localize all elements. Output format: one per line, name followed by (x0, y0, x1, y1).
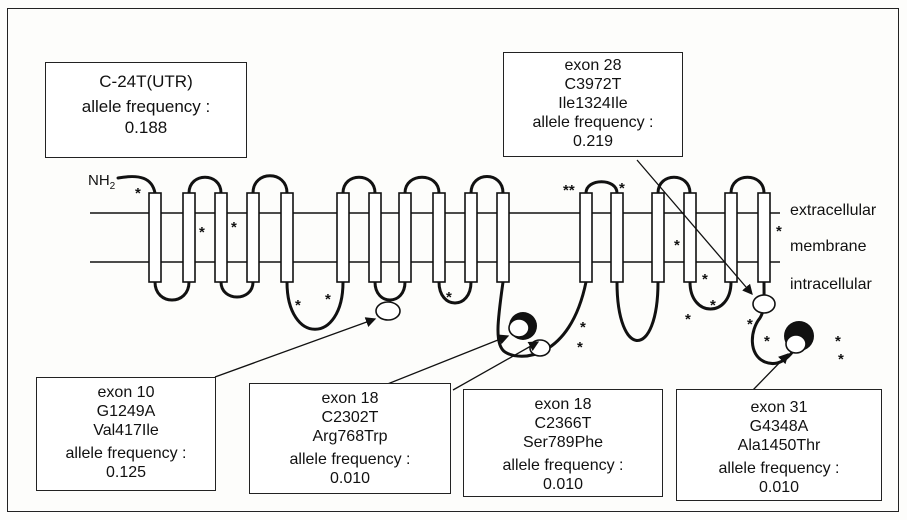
transmembrane-helix-3 (215, 193, 227, 282)
mutation-asterisk: * (199, 225, 205, 240)
mutation-asterisk: * (580, 320, 586, 335)
mutation-asterisk: * (685, 312, 691, 327)
loop-int-4 (375, 282, 405, 300)
transmembrane-helix-2 (183, 193, 195, 282)
arrow-exon31 (752, 354, 788, 391)
amino-acid-change: Ser789Phe (464, 433, 662, 452)
intracellular-label: intracellular (790, 276, 872, 294)
nucleotide-change: C2302T (250, 408, 450, 427)
exon-label: exon 18 (464, 395, 662, 414)
exon-label: exon 18 (250, 389, 450, 408)
variant-box-exon18-ser789phe: exon 18 C2366T Ser789Phe allele frequenc… (463, 389, 663, 497)
variant-box-exon28: exon 28 C3972T Ile1324Ile allele frequen… (503, 52, 683, 157)
ellipse-marker-cterm (753, 295, 775, 313)
allele-frequency-label: allele frequency : (464, 456, 662, 475)
mutation-asterisk: * (764, 334, 770, 349)
nucleotide-change: C3972T (504, 75, 682, 94)
mutation-asterisk: * (674, 238, 680, 253)
amino-acid-change: Arg768Trp (250, 427, 450, 446)
nucleotide-change: G1249A (37, 402, 215, 421)
transmembrane-helix-5 (281, 193, 293, 282)
mutation-asterisk: * (446, 290, 452, 305)
transmembrane-helix-8 (399, 193, 411, 282)
transmembrane-helix-1 (149, 193, 161, 282)
mutation-asterisk: * (838, 352, 844, 367)
membrane-label: membrane (790, 238, 866, 256)
loop-int-2 (221, 282, 253, 297)
exon-label: exon 28 (504, 56, 682, 75)
allele-frequency-label: allele frequency : (677, 459, 881, 478)
allele-frequency-label: allele frequency : (250, 450, 450, 469)
mutation-asterisk: * (325, 292, 331, 307)
amino-acid-change: Ala1450Thr (677, 436, 881, 455)
variant-label: C-24T(UTR) (46, 71, 246, 92)
allele-frequency-label: allele frequency : (504, 113, 682, 132)
nbd2-white-ellipse (786, 335, 806, 353)
mutation-asterisk: * (619, 181, 625, 196)
transmembrane-helix-14 (652, 193, 664, 282)
nbd1-white-ellipse-upper (509, 319, 529, 337)
allele-frequency-value: 0.125 (37, 463, 215, 482)
variant-box-utr: C-24T(UTR) allele frequency : 0.188 (45, 62, 247, 158)
mutation-asterisk: * (295, 298, 301, 313)
nbd1-white-ellipse-lower (530, 340, 550, 356)
mutation-asterisk: * (231, 220, 237, 235)
mutation-asterisk: * (710, 298, 716, 313)
transmembrane-helix-6 (337, 193, 349, 282)
nucleotide-change: G4348A (677, 417, 881, 436)
transmembrane-helix-9 (433, 193, 445, 282)
loop-ext-3 (343, 177, 375, 193)
arrow-exon10 (215, 319, 375, 377)
transmembrane-helix-17 (758, 193, 770, 282)
mutation-asterisk: * (702, 272, 708, 287)
loop-ext-5 (471, 177, 503, 194)
loop-ext-1 (189, 177, 221, 193)
exon-label: exon 10 (37, 383, 215, 402)
loop-int-1 (155, 282, 189, 300)
allele-frequency-value: 0.219 (504, 132, 682, 151)
allele-frequency-label: allele frequency : (46, 96, 246, 117)
allele-frequency-value: 0.188 (46, 117, 246, 138)
amino-acid-change: Val417Ile (37, 421, 215, 440)
allele-frequency-value: 0.010 (250, 469, 450, 488)
transmembrane-helix-15 (684, 193, 696, 282)
mutation-asterisk: * (135, 186, 141, 201)
transmembrane-helix-4 (247, 193, 259, 282)
exon-label: exon 31 (677, 398, 881, 417)
variant-box-exon10: exon 10 G1249A Val417Ile allele frequenc… (36, 377, 216, 491)
mutation-double-asterisk: ** (563, 183, 575, 198)
nucleotide-change: C2366T (464, 414, 662, 433)
transmembrane-helix-10 (465, 193, 477, 282)
extracellular-label: extracellular (790, 202, 876, 220)
allele-frequency-value: 0.010 (464, 475, 662, 494)
loop-ext-4 (405, 177, 439, 193)
mutation-asterisk: * (835, 334, 841, 349)
amino-acid-change: Ile1324Ile (504, 94, 682, 113)
transmembrane-helix-12 (580, 193, 592, 282)
ellipse-marker-loop3 (376, 302, 400, 320)
allele-frequency-label: allele frequency : (37, 444, 215, 463)
transmembrane-helix-11 (497, 193, 509, 282)
mutation-asterisk: * (776, 224, 782, 239)
variant-box-exon31: exon 31 G4348A Ala1450Thr allele frequen… (676, 389, 882, 501)
mutation-asterisk: * (577, 340, 583, 355)
loop-int-7 (617, 282, 658, 341)
arrow-exon18b (453, 342, 538, 390)
allele-frequency-value: 0.010 (677, 478, 881, 497)
loop-ext-8 (731, 177, 764, 193)
transmembrane-helix-7 (369, 193, 381, 282)
loop-ext-6 (586, 182, 617, 193)
loop-ext-2 (253, 176, 287, 193)
arrow-exon18a (385, 336, 508, 385)
loop-int-5 (439, 282, 471, 303)
transmembrane-helix-13 (611, 193, 623, 282)
n-terminus-label: NH2 (88, 172, 115, 192)
variant-box-exon18-arg768trp: exon 18 C2302T Arg768Trp allele frequenc… (249, 383, 451, 494)
mutation-asterisk: * (747, 317, 753, 332)
